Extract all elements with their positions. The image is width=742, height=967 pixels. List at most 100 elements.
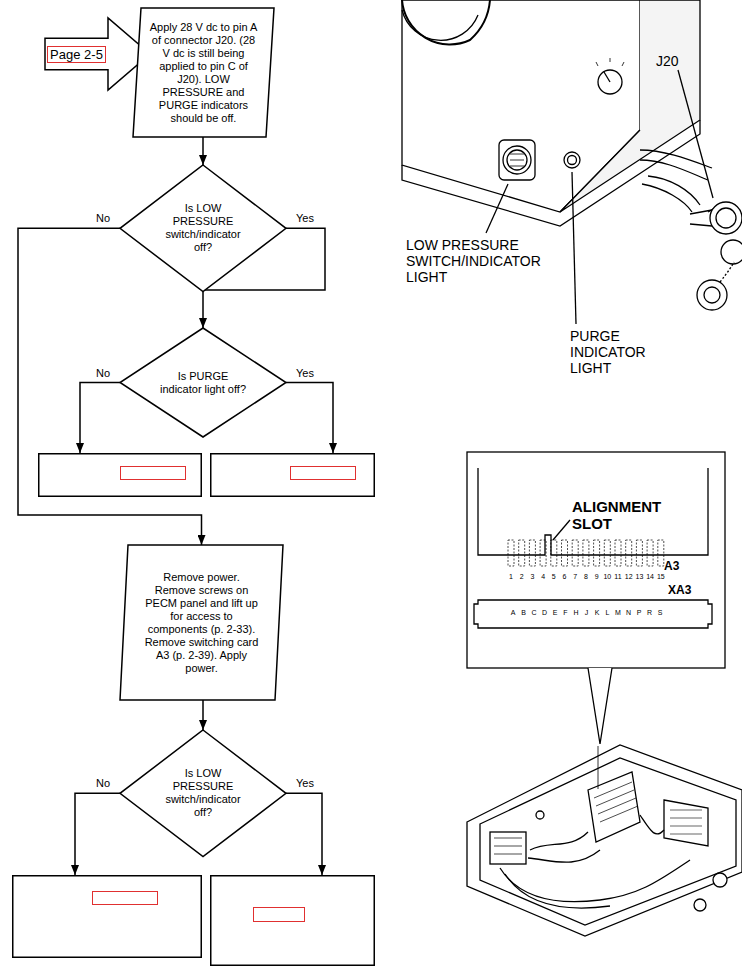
outline	[133, 8, 274, 137]
decision-text: Is LOW PRESSURE switch/indicator off?	[157, 767, 249, 819]
page-reference-arrow: Page 2-5	[45, 18, 150, 90]
pin-number: 6	[563, 573, 567, 581]
purge-indicator	[564, 152, 580, 168]
branch-label: Yes	[295, 212, 315, 224]
pin-letter: M	[615, 609, 621, 617]
result-box	[210, 875, 375, 966]
a3-card	[478, 468, 708, 555]
pin-letter: C	[531, 609, 536, 617]
decision-diamond: Is LOW PRESSURE switch/indicator off?	[120, 730, 286, 857]
result-box-outline	[210, 875, 375, 966]
result-box	[38, 453, 202, 497]
outline	[120, 165, 286, 292]
branch-label: Yes	[295, 367, 315, 379]
part-label: LOW PRESSURE SWITCH/INDICATOR LIGHT	[406, 237, 571, 285]
flow-connector	[75, 793, 120, 875]
text-wrap: Apply 28 V dc to pin A of connector J20.…	[148, 21, 260, 125]
flow-connector	[202, 137, 204, 165]
a3-contact-pads	[508, 540, 664, 566]
decision-diamond: Is PURGE indicator light off?	[120, 328, 286, 437]
j20-connector	[690, 202, 742, 310]
low-pressure-indicator	[499, 140, 535, 180]
leader-line	[678, 70, 713, 198]
leader-line	[572, 172, 576, 324]
flow-connector	[286, 383, 333, 454]
process-box: Remove power. Remove screws on PECM pane…	[120, 545, 283, 700]
outline	[211, 876, 375, 966]
red-annotation-box	[253, 907, 305, 922]
decision-text: Is LOW PRESSURE switch/indicator off?	[157, 202, 249, 254]
page-reference: Page 2-5	[48, 47, 105, 62]
selector-knob	[596, 58, 624, 94]
text-wrap: Page 2-5	[45, 47, 108, 62]
outline	[120, 730, 286, 857]
card-label: A3	[664, 560, 679, 574]
detail-frame	[467, 452, 725, 744]
pin-number: 12	[625, 573, 633, 581]
pin-number: 1	[509, 573, 513, 581]
pin-number: 4	[541, 573, 545, 581]
xa3-connector	[474, 600, 712, 628]
pin-number: 7	[573, 573, 577, 581]
pin-number: 8	[584, 573, 588, 581]
pin-letter: S	[658, 609, 663, 617]
process-box: Apply 28 V dc to pin A of connector J20.…	[133, 8, 274, 137]
pin-letter: D	[542, 609, 547, 617]
flow-connector	[202, 700, 204, 730]
decision-diamond: Is LOW PRESSURE switch/indicator off?	[120, 165, 286, 292]
pin-letter: A	[511, 609, 516, 617]
branch-label: No	[95, 777, 111, 789]
pin-letter: B	[521, 609, 526, 617]
pin-number: 5	[552, 573, 556, 581]
pin-number: 2	[520, 573, 524, 581]
leader-line	[486, 184, 508, 233]
part-label: PURGE INDICATOR LIGHT	[570, 328, 662, 376]
part-label: ALIGNMENT SLOT	[572, 498, 684, 533]
result-box-outline	[210, 453, 375, 497]
text-wrap: Is PURGE indicator light off?	[159, 370, 247, 396]
pin-letter: R	[647, 609, 652, 617]
outline	[39, 454, 202, 497]
flow-connector	[80, 383, 120, 454]
red-annotation-box	[120, 466, 186, 480]
pin-number: 14	[646, 573, 654, 581]
pin-letter: L	[606, 609, 610, 617]
pin-letter: E	[553, 609, 558, 617]
pin-letter: F	[563, 609, 567, 617]
pin-letter: P	[637, 609, 642, 617]
outline	[13, 876, 202, 958]
pin-letter: K	[595, 609, 600, 617]
branch-label: Yes	[295, 777, 315, 789]
branch-label: No	[95, 212, 111, 224]
text-wrap: Remove power. Remove screws on PECM pane…	[143, 571, 261, 675]
pin-number: 10	[603, 573, 611, 581]
step-text: Apply 28 V dc to pin A of connector J20.…	[148, 21, 260, 125]
result-box	[12, 875, 202, 958]
text-wrap: Is LOW PRESSURE switch/indicator off?	[157, 767, 249, 819]
panel-housing	[402, 0, 700, 226]
connector-label: J20	[656, 53, 679, 69]
pecm-panel	[467, 745, 742, 936]
pin-number: 9	[595, 573, 599, 581]
flow-connector	[286, 793, 322, 875]
result-box-outline	[12, 875, 202, 958]
red-annotation-box	[92, 891, 158, 905]
outline	[120, 328, 286, 437]
result-box	[210, 453, 375, 497]
leader-line	[553, 520, 570, 540]
pin-letter: J	[585, 609, 589, 617]
pin-letter: N	[626, 609, 631, 617]
cables	[640, 150, 712, 212]
step-text: Remove power. Remove screws on PECM pane…	[143, 571, 261, 675]
pin-number: 15	[657, 573, 665, 581]
outline	[211, 454, 375, 497]
outline	[120, 545, 283, 700]
pin-letter: H	[573, 609, 578, 617]
connector-label: XA3	[668, 584, 691, 598]
pin-number: 3	[530, 573, 534, 581]
decision-text: Is PURGE indicator light off?	[159, 370, 247, 396]
pin-number: 11	[614, 573, 621, 581]
red-annotation-box	[290, 466, 356, 480]
branch-label: No	[95, 367, 111, 379]
text-wrap: Is LOW PRESSURE switch/indicator off?	[157, 202, 249, 254]
